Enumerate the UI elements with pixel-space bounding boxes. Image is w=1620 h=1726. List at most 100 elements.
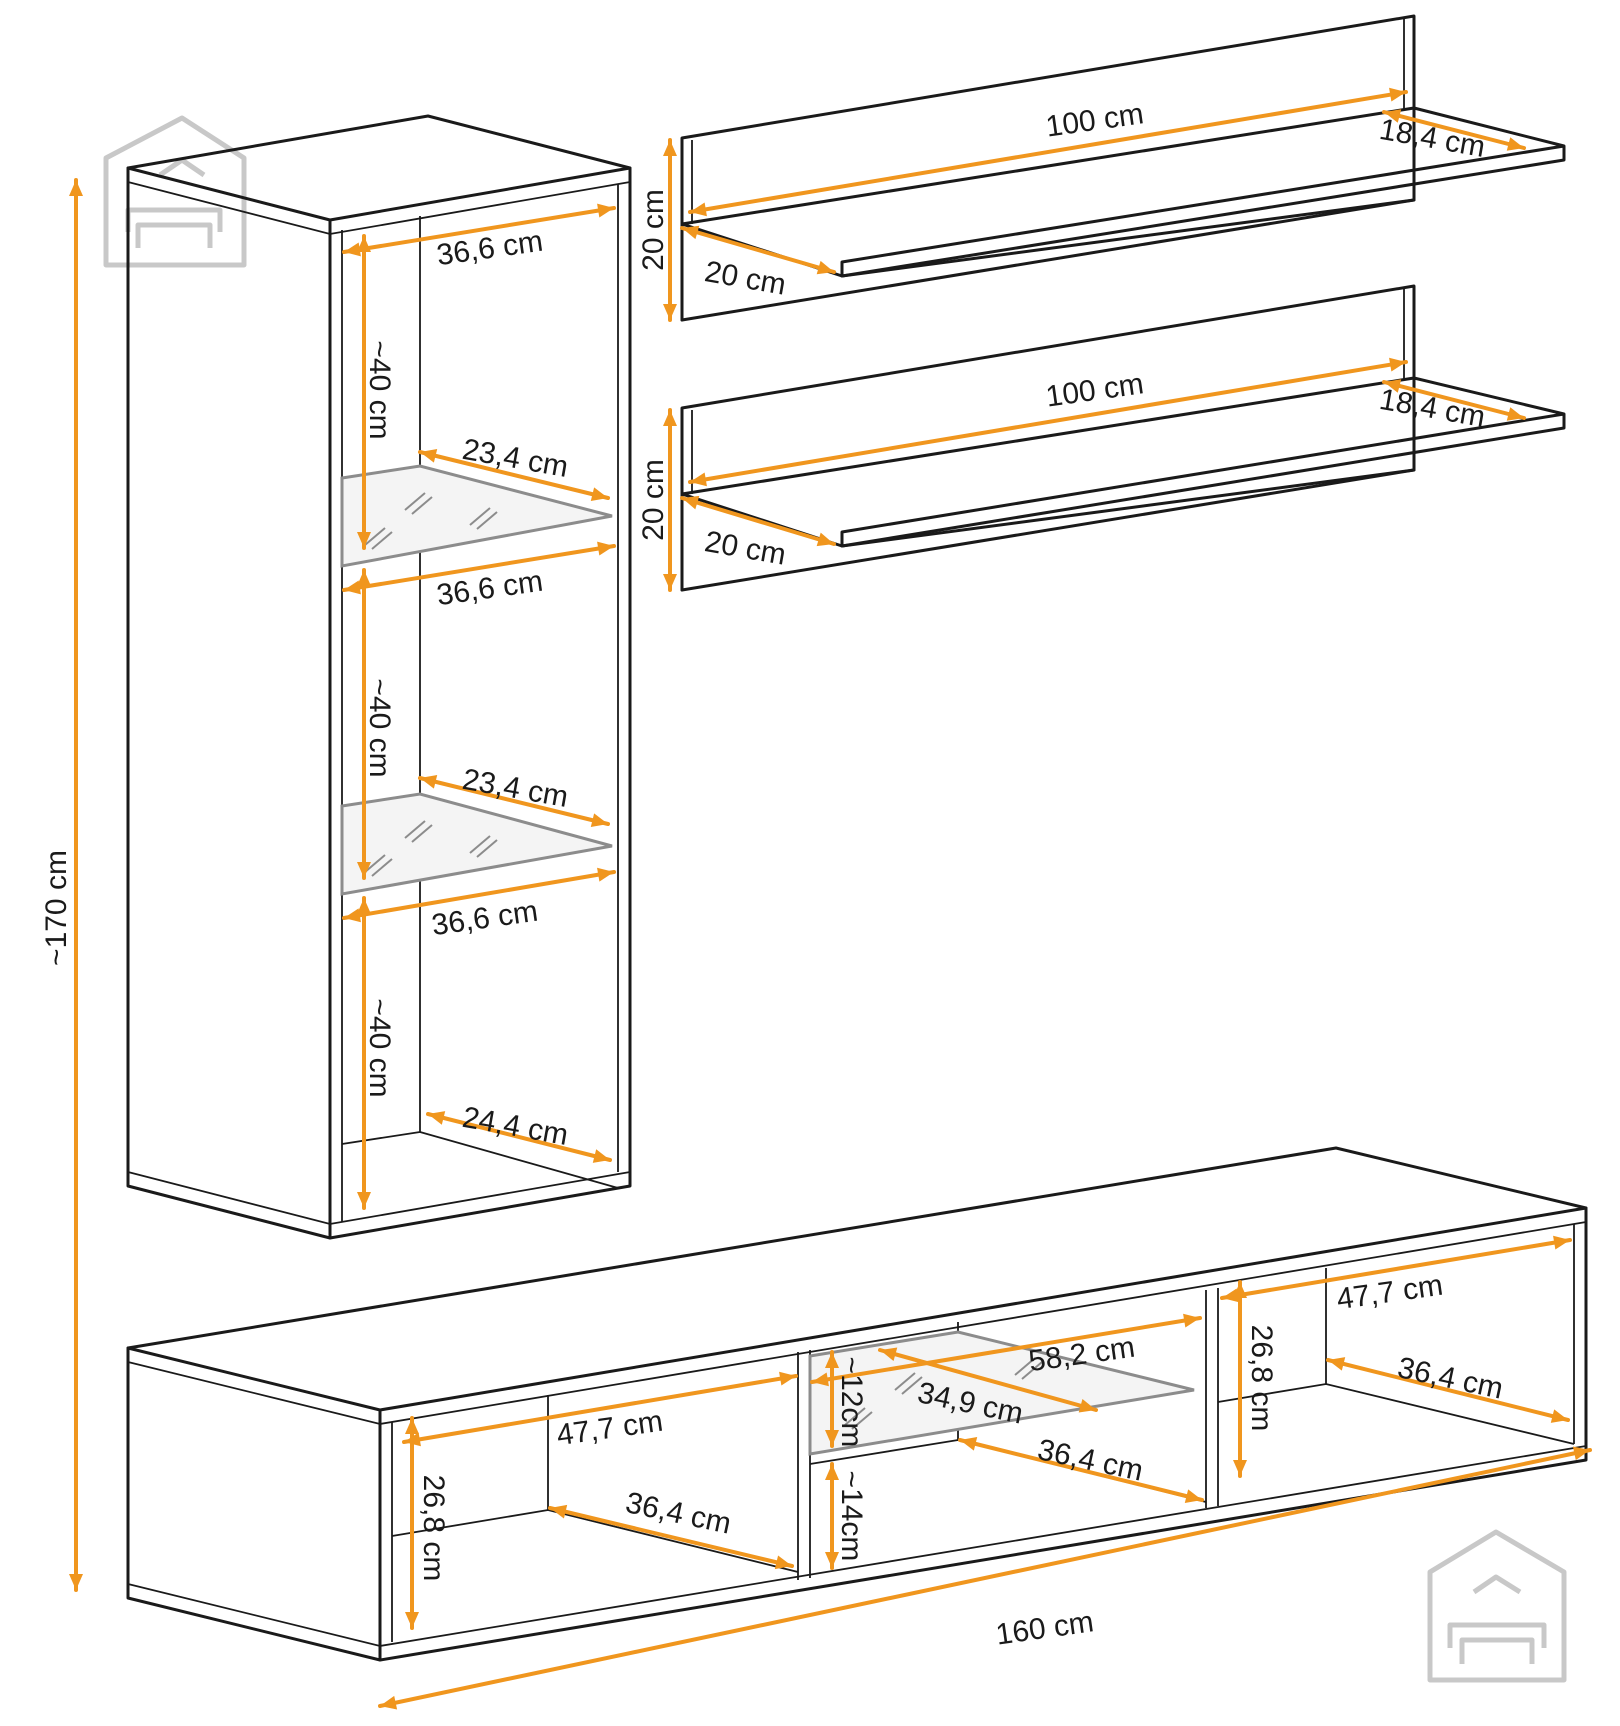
- glass-shelf-lower: [340, 792, 613, 896]
- arrowhead-icon: [960, 1437, 978, 1451]
- arrowhead-icon: [682, 495, 700, 510]
- arrowhead-icon: [1184, 1489, 1202, 1503]
- arrowhead-icon: [1384, 379, 1402, 393]
- dimension-cab-width-mid: 36,6 cm: [342, 541, 616, 612]
- dimension-label: 26,8 cm: [1245, 1325, 1278, 1432]
- dimension-cab-height-low: ~40 cm: [357, 896, 396, 1210]
- dimension-tv-left-height: 26,8 cm: [405, 1416, 450, 1630]
- dimension-total-height: ~170 cm: [40, 178, 83, 1592]
- dimension-line: [1382, 110, 1526, 150]
- house-sofa-logo-icon: [1427, 1529, 1567, 1683]
- dimension-line: [688, 360, 1408, 484]
- arrowhead-icon: [825, 1352, 839, 1368]
- arrowhead-icon: [69, 180, 83, 196]
- arrowhead-icon: [825, 1464, 839, 1480]
- glass-shelf-upper: [340, 464, 613, 568]
- arrowhead-icon: [663, 574, 677, 590]
- arrowhead-icon: [663, 140, 677, 156]
- wall-shelf-upper: [680, 14, 1566, 322]
- dimension-tv-mid-depth: 36,4 cm: [958, 1433, 1204, 1503]
- arrowhead-icon: [1384, 109, 1402, 123]
- arrowhead-icon: [597, 541, 614, 556]
- dimension-shelf2-height: 20 cm: [637, 408, 677, 592]
- arrowhead-icon: [405, 1612, 419, 1628]
- dimension-tv-left-depth: 36,4 cm: [548, 1486, 794, 1570]
- dimension-line: [680, 496, 836, 546]
- dimension-line: [342, 206, 616, 254]
- dimension-shelf1-height: 20 cm: [637, 138, 677, 322]
- dimension-label: ~14cm: [835, 1471, 868, 1562]
- arrowhead-icon: [1183, 1313, 1200, 1328]
- arrowhead-icon: [344, 908, 361, 923]
- dimension-shelf1-width: 100 cm: [688, 87, 1408, 217]
- tv-stand: [126, 1146, 1588, 1662]
- arrowhead-icon: [690, 202, 707, 217]
- arrowhead-icon: [69, 1574, 83, 1590]
- arrowhead-icon: [428, 1111, 446, 1125]
- watermark-logo-bottom-right: [1427, 1529, 1567, 1683]
- dimension-tv-right-width: 47,7 cm: [1220, 1235, 1572, 1316]
- arrowhead-icon: [1389, 357, 1406, 372]
- arrowhead-icon: [1553, 1235, 1570, 1250]
- arrowhead-icon: [812, 1372, 829, 1387]
- dimension-label: 20 cm: [702, 525, 788, 572]
- dimension-label: 20 cm: [637, 459, 670, 541]
- dimension-line: [680, 226, 836, 274]
- arrowhead-icon: [357, 898, 371, 914]
- arrowhead-icon: [1506, 407, 1524, 421]
- dimension-label: 36,6 cm: [435, 225, 545, 273]
- dimension-line: [342, 544, 616, 592]
- dimension-shelf1-side: 20 cm: [680, 225, 836, 302]
- arrowhead-icon: [663, 410, 677, 426]
- tall-cabinet: [126, 114, 632, 1240]
- arrowhead-icon: [1222, 1288, 1239, 1303]
- dimension-label: ~40 cm: [363, 678, 396, 777]
- arrowhead-icon: [420, 775, 438, 789]
- dimension-label: ~170 cm: [40, 850, 73, 966]
- arrowhead-icon: [420, 449, 438, 463]
- arrowhead-icon: [779, 1371, 796, 1386]
- arrowhead-icon: [590, 487, 608, 501]
- arrowhead-icon: [344, 242, 361, 257]
- dimension-label: ~40 cm: [363, 998, 396, 1097]
- dimension-shelf2-side: 20 cm: [680, 495, 836, 572]
- arrowhead-icon: [1572, 1446, 1590, 1461]
- arrowhead-icon: [690, 472, 707, 487]
- arrowhead-icon: [590, 813, 608, 827]
- dimension-cab-width-top: 36,6 cm: [342, 203, 616, 273]
- glass-shelf-tv-stand: [808, 1330, 1195, 1456]
- arrowhead-icon: [880, 1347, 898, 1362]
- dimension-label: ~12cm: [835, 1357, 868, 1448]
- dimension-label: 24,4 cm: [460, 1101, 571, 1152]
- arrowhead-icon: [344, 580, 361, 595]
- dimension-total-width: 160 cm: [378, 1446, 1592, 1710]
- dimension-label: 160 cm: [994, 1605, 1096, 1651]
- dimension-line: [418, 450, 610, 500]
- arrowhead-icon: [597, 203, 614, 218]
- arrowhead-icon: [380, 1695, 398, 1710]
- dimension-label: 20 cm: [702, 255, 788, 302]
- dimension-label: 23,4 cm: [460, 763, 571, 814]
- dimension-cab-height-top: ~40 cm: [357, 234, 396, 550]
- arrowhead-icon: [1328, 1357, 1346, 1371]
- dimension-line: [1326, 1358, 1570, 1422]
- dimension-label: 20 cm: [637, 189, 670, 271]
- arrowhead-icon: [1506, 137, 1524, 151]
- dimension-line: [548, 1506, 794, 1568]
- dimension-line: [810, 1316, 1202, 1384]
- arrowhead-icon: [357, 862, 371, 878]
- arrowhead-icon: [825, 1552, 839, 1568]
- dimension-line: [958, 1438, 1204, 1502]
- dimension-label: 36,4 cm: [1395, 1351, 1506, 1405]
- dimension-tv-left-width: 47,7 cm: [402, 1371, 798, 1452]
- arrowhead-icon: [682, 225, 700, 240]
- dimension-label: 26,8 cm: [417, 1475, 450, 1582]
- dimension-line: [426, 1112, 612, 1162]
- arrowhead-icon: [357, 1192, 371, 1208]
- arrowhead-icon: [1078, 1398, 1096, 1413]
- arrowhead-icon: [1550, 1409, 1568, 1423]
- dimension-tv-mid-lower: ~14cm: [825, 1462, 868, 1570]
- dimension-label: 36,4 cm: [1035, 1433, 1146, 1487]
